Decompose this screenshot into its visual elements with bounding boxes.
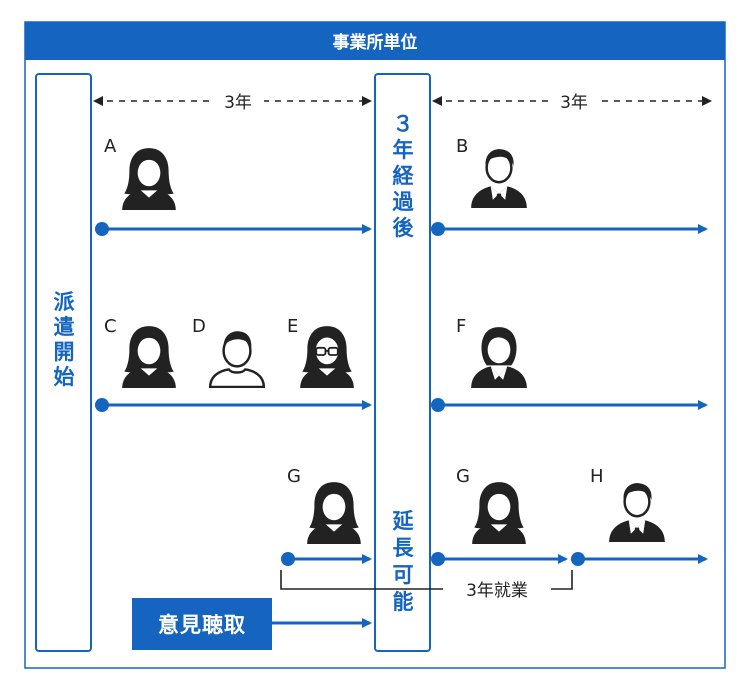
middle-column: [374, 73, 431, 652]
person-label-g: G: [287, 466, 301, 487]
hearing-button[interactable]: 意見聴取: [132, 598, 272, 650]
left-column: [35, 73, 92, 652]
middle-char: 経: [392, 164, 414, 188]
person-label-d: D: [192, 316, 206, 337]
left-char: 遣: [53, 315, 75, 339]
span-label-left: 3年: [224, 93, 252, 113]
middle-char: 延: [392, 509, 414, 533]
person-label-f: F: [456, 316, 466, 337]
middle-column-bottom-text: 延 長 可 能: [376, 508, 430, 616]
middle-char: 長: [392, 536, 414, 560]
middle-column-top-text: ３ 年 経 過 後: [376, 111, 430, 241]
middle-char: 後: [392, 216, 414, 240]
person-label-c: C: [104, 316, 117, 337]
left-char: 開: [53, 340, 75, 364]
person-label-e: E: [287, 316, 298, 337]
person-label-g-after: G: [456, 466, 470, 487]
employment-bracket: [280, 570, 573, 590]
person-label-b: B: [456, 136, 468, 157]
left-column-text: 派 遣 開 始: [37, 290, 91, 390]
hearing-button-label: 意見聴取: [158, 613, 246, 637]
person-label-h: H: [590, 466, 604, 487]
middle-char: ３: [392, 112, 414, 136]
person-label-a: A: [104, 136, 117, 157]
left-char: 始: [53, 365, 75, 389]
span-label-right: 3年: [560, 93, 588, 113]
header-bar: [25, 22, 725, 60]
left-char: 派: [53, 290, 75, 314]
middle-char: 能: [392, 590, 414, 614]
middle-char: 年: [392, 138, 414, 162]
bracket-label: 3年就業: [466, 581, 528, 601]
header-title: 事業所単位: [333, 32, 418, 53]
middle-char: 過: [392, 190, 414, 214]
middle-char: 可: [392, 563, 414, 587]
